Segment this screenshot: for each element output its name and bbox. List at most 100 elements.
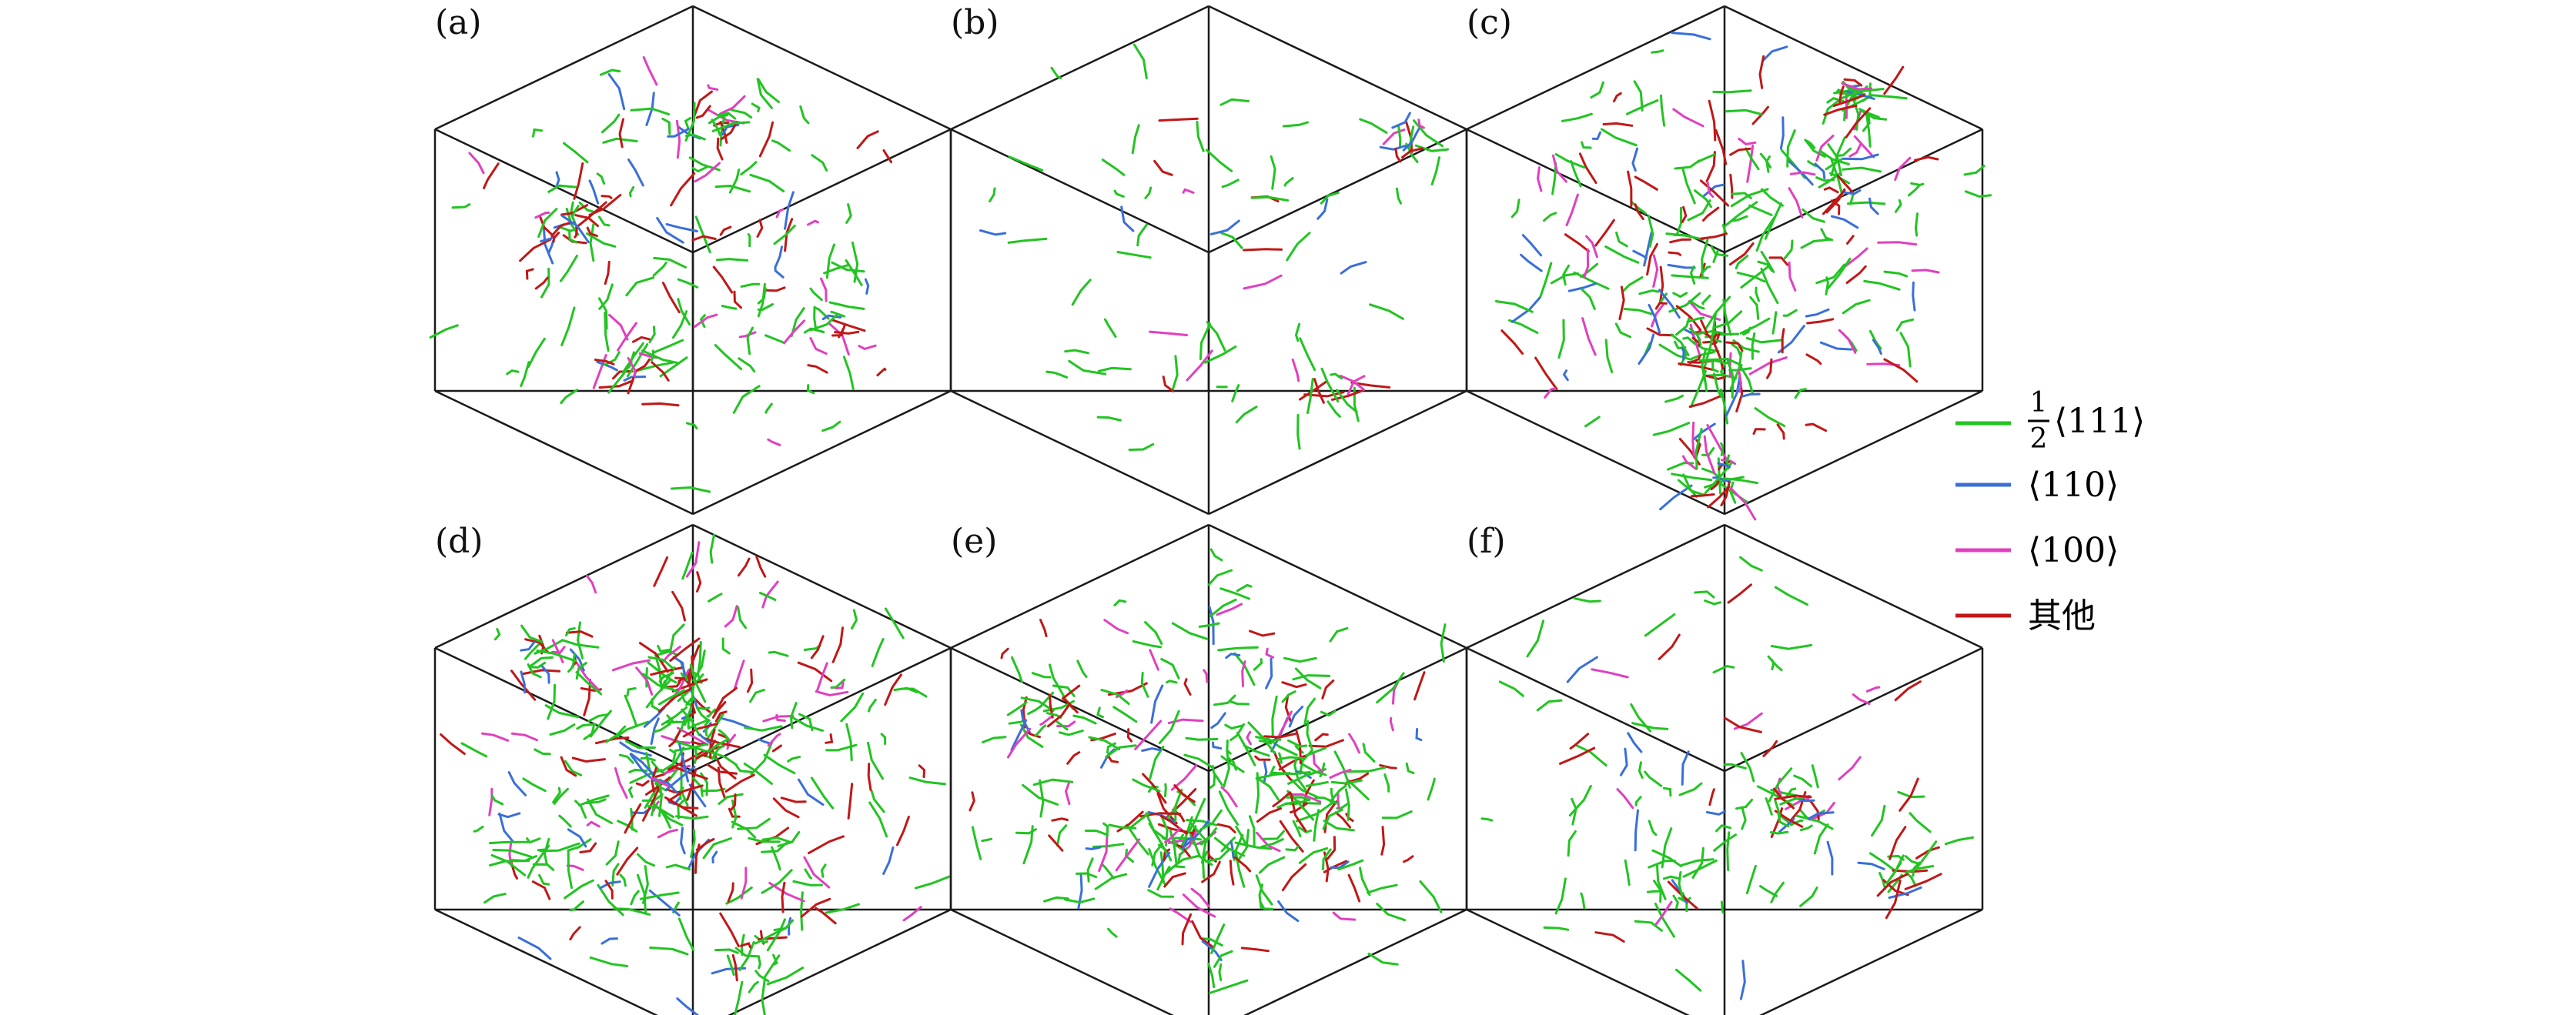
- dislocation-segment: [1604, 245, 1640, 264]
- cube-edge: [1724, 5, 1983, 131]
- dislocation-segment: [1688, 354, 1701, 365]
- dislocation-segment: [657, 689, 686, 706]
- dislocation-segment: [1889, 826, 1907, 860]
- dislocation-segment: [1646, 890, 1661, 893]
- dislocation-segment: [1142, 773, 1167, 804]
- dislocation-segment: [611, 863, 620, 886]
- dislocation-segment: [1745, 147, 1760, 171]
- dislocation-segment: [1868, 852, 1897, 873]
- dislocation-segment: [820, 277, 828, 302]
- dislocation-segment: [1271, 695, 1278, 736]
- dislocation-segment: [807, 364, 828, 374]
- dislocation-segment: [1022, 825, 1034, 865]
- dislocation-segment: [559, 225, 574, 232]
- dislocation-segment: [1299, 337, 1316, 371]
- dislocation-segment: [1910, 182, 1925, 186]
- dislocation-segment: [1678, 782, 1703, 796]
- dislocation-segment: [696, 706, 711, 710]
- dislocation-segment: [1243, 744, 1270, 757]
- dislocation-segment: [1273, 750, 1293, 781]
- dislocation-segment: [608, 313, 629, 341]
- dislocation-segment: [1671, 472, 1713, 482]
- dislocation-segment: [1712, 665, 1735, 674]
- dislocation-segment: [749, 173, 785, 192]
- dislocation-segment: [1182, 188, 1195, 194]
- dislocation-segment: [721, 305, 738, 310]
- dislocation-segment: [1738, 137, 1757, 145]
- dislocation-segment: [1313, 378, 1325, 404]
- dislocation-segment: [809, 287, 823, 302]
- dislocation-segment: [1727, 583, 1752, 604]
- dislocation-segment: [1868, 94, 1908, 100]
- dislocation-segment: [1107, 755, 1119, 763]
- dislocation-segment: [1092, 843, 1125, 848]
- dislocation-segment: [560, 214, 590, 243]
- dislocation-segment: [1190, 887, 1210, 908]
- dislocation-segment: [492, 849, 533, 858]
- dislocation-segment: [551, 646, 566, 654]
- cube-edge: [1466, 5, 1725, 131]
- dislocation-segment: [1221, 179, 1239, 189]
- dislocation-segment: [1571, 797, 1577, 826]
- dislocation-segment: [1263, 830, 1285, 840]
- dislocation-segment: [641, 402, 680, 407]
- dislocation-segment: [884, 673, 902, 706]
- dislocation-segment: [1046, 703, 1071, 728]
- dislocation-segment: [1199, 322, 1211, 360]
- dislocation-segment: [1907, 185, 1920, 197]
- dislocation-segment: [473, 825, 484, 833]
- dislocation-segment: [1648, 304, 1661, 334]
- dislocation-segment: [520, 641, 536, 652]
- dislocation-segment: [508, 841, 513, 866]
- dislocation-segment: [1713, 833, 1737, 852]
- dislocation-segment: [540, 665, 550, 684]
- dislocation-segment: [1894, 199, 1902, 213]
- dislocation-segment: [1187, 797, 1206, 833]
- dislocation-segment: [596, 172, 606, 185]
- dislocation-segment: [1330, 389, 1364, 401]
- dislocation-segment: [1291, 358, 1300, 382]
- dislocation-segment: [526, 837, 541, 844]
- dislocation-segment: [1379, 145, 1407, 151]
- dislocation-segment: [1654, 903, 1675, 938]
- dislocation-segment: [661, 282, 681, 314]
- dislocation-segment: [625, 740, 656, 750]
- dislocation-segment: [677, 298, 691, 326]
- dislocation-segment: [650, 717, 660, 746]
- dislocation-segment: [551, 639, 564, 663]
- dislocation-segment: [1202, 850, 1208, 879]
- dislocation-segment: [588, 194, 622, 216]
- dislocation-segment: [651, 766, 657, 793]
- dislocation-segment: [747, 233, 751, 248]
- cube-edge: [1724, 389, 1983, 516]
- dislocation-segment: [440, 733, 466, 755]
- dislocation-segment: [1748, 204, 1773, 216]
- dislocation-segment: [1822, 189, 1846, 215]
- dislocation-segment: [735, 764, 753, 773]
- dislocation-segment: [1229, 723, 1245, 742]
- dislocation-segment: [1664, 394, 1684, 403]
- dislocation-segment: [1201, 937, 1223, 947]
- dislocation-segment: [1066, 751, 1081, 765]
- dislocation-segment: [711, 850, 718, 864]
- dislocation-segment: [520, 361, 530, 387]
- dislocation-segment: [1131, 124, 1140, 155]
- dislocation-segment: [1536, 166, 1543, 192]
- dislocation-segment: [1333, 750, 1351, 789]
- dislocation-segment: [1842, 153, 1879, 161]
- dislocation-segment: [748, 980, 759, 993]
- dislocation-segment: [534, 276, 549, 290]
- dislocation-segment: [884, 607, 905, 639]
- dislocation-segment: [607, 361, 633, 394]
- cube-edge: [434, 646, 694, 773]
- dislocation-segment: [815, 906, 837, 925]
- dislocation-segment: [775, 713, 786, 722]
- dislocation-segment: [706, 763, 738, 775]
- dislocation-segment: [1397, 125, 1402, 149]
- dislocation-segment: [460, 742, 488, 758]
- dislocation-segment: [1786, 129, 1796, 168]
- dislocation-segment: [699, 314, 706, 329]
- dislocation-network: [1494, 32, 1992, 521]
- cube-edge: [1759, 908, 1983, 1015]
- dislocation-segment: [1323, 820, 1355, 832]
